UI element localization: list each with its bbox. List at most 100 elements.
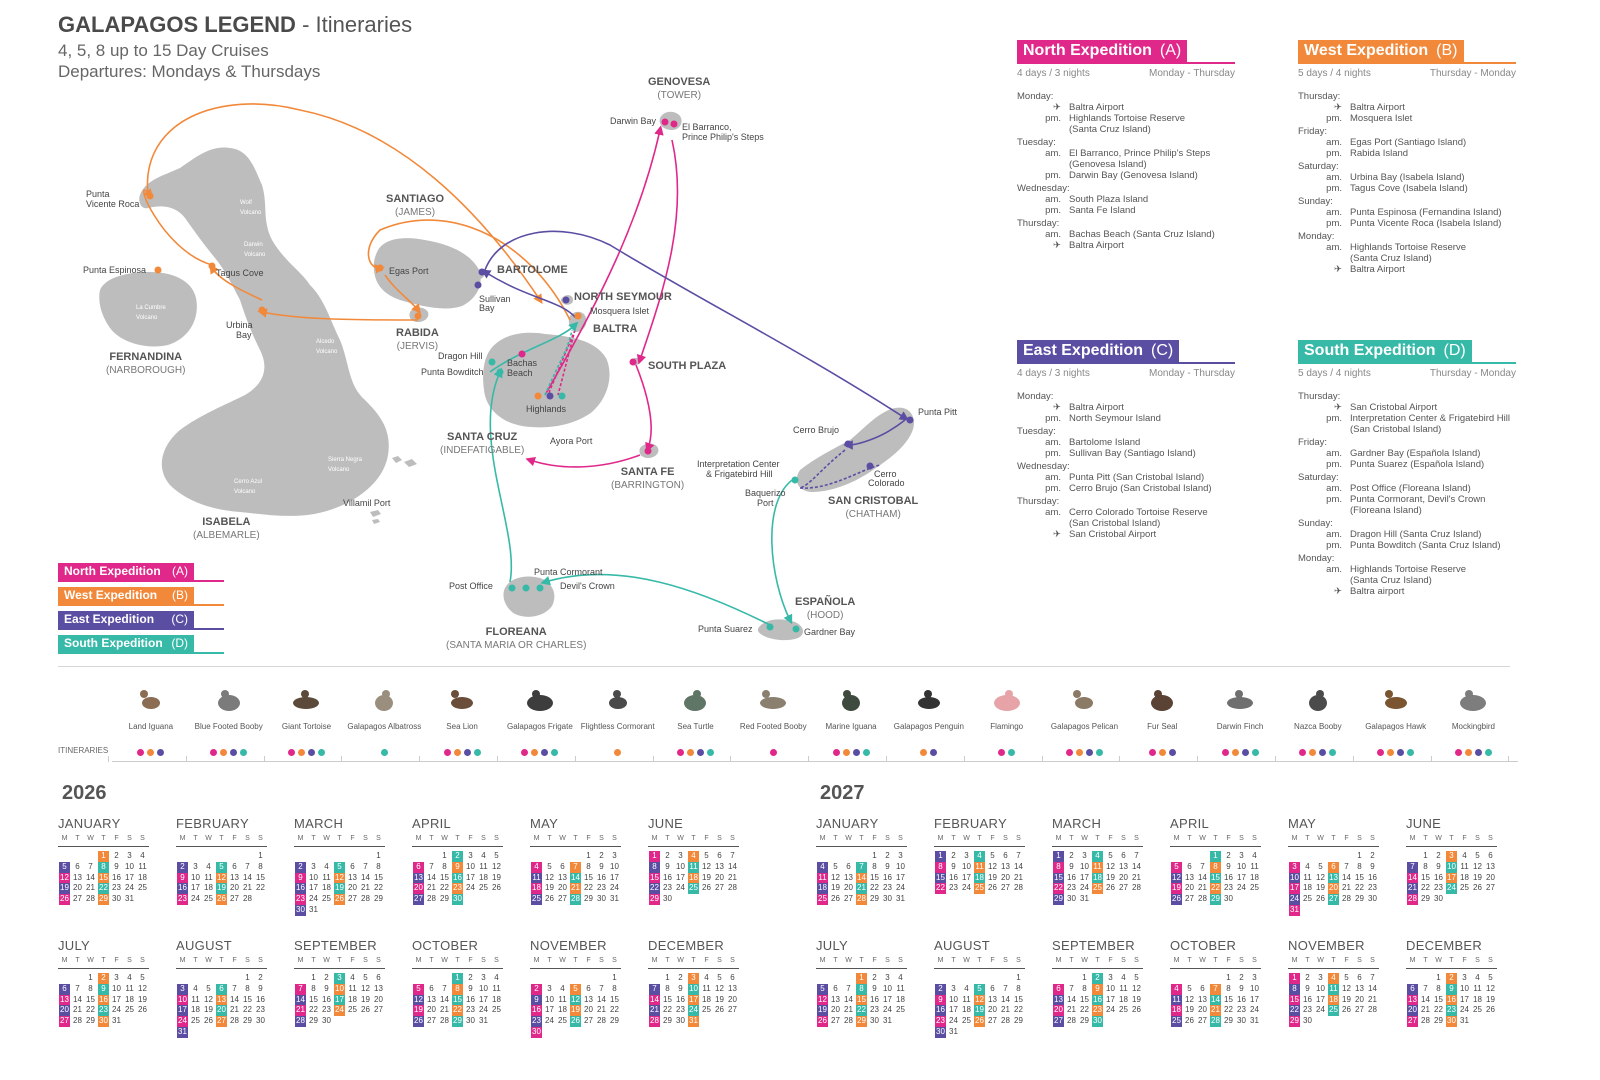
activity-text: Darwin Bay (Genovesa Island): [1069, 170, 1198, 181]
departure-day-north: 26: [59, 894, 70, 905]
weekday-label: S: [1003, 835, 1008, 842]
departure-day-south: 17: [334, 994, 345, 1006]
departure-day-west: 7: [570, 861, 581, 873]
departure-day-north: 4: [1171, 983, 1182, 995]
day-name: Saturday:: [1298, 472, 1339, 483]
activity-time: am.: [1045, 148, 1061, 159]
itinerary-dot-west: [147, 748, 155, 756]
empty-day: [412, 851, 425, 862]
departure-day-west: 9: [452, 861, 463, 873]
empty-day: [1170, 973, 1183, 984]
departure-day-west: 9: [1092, 983, 1103, 995]
departure-day-north: 15: [649, 872, 660, 884]
animal-itinerary-dots: [1201, 748, 1279, 756]
column-tick: [1352, 756, 1354, 762]
weekday-label: S: [599, 835, 604, 842]
animal-icon: [1123, 678, 1201, 722]
weekday-label: S: [730, 835, 735, 842]
calendar-day: 24: [1080, 883, 1089, 893]
calendar-day: 31: [896, 894, 905, 904]
calendar-day: 21: [243, 883, 252, 893]
weekday-label: W: [845, 835, 852, 842]
calendar-day: 23: [1303, 1005, 1312, 1015]
departure-day-north: 2: [531, 983, 542, 995]
calendar-day: 1: [311, 973, 316, 982]
animal-cell: Nazca Booby: [1279, 678, 1357, 742]
day-activity: pm.Punta Bowditch (Santa Cruz Island): [1298, 540, 1516, 551]
map-canvas: [99, 103, 915, 641]
calendar-day: 11: [492, 983, 501, 993]
calendar-day: 4: [1462, 851, 1467, 860]
calendar-day: 26: [204, 1016, 213, 1026]
calendar-day: 28: [73, 1016, 82, 1026]
calendar-day: 21: [1001, 1005, 1010, 1015]
departure-day-south: 19: [334, 883, 345, 895]
activity-text: Punta Vicente Roca (Isabela Island): [1350, 218, 1502, 229]
weekday-label: S: [258, 835, 263, 842]
weekday-label: M: [1409, 835, 1416, 842]
site-cerro-brujo: Cerro Brujo: [793, 425, 840, 435]
departure-day-north: 6: [413, 861, 424, 873]
calendar-day: 21: [1421, 1005, 1430, 1015]
day-activity: pm.Highlands Tortoise Reserve: [1017, 113, 1235, 124]
weekday-rule: [1406, 846, 1497, 847]
calendar-day: 19: [1342, 994, 1351, 1004]
day-activity: am.Punta Espinosa (Fernandina Island): [1298, 207, 1516, 218]
empty-day: [1406, 851, 1419, 862]
weekday-label: T: [547, 957, 552, 964]
day-activity: ✈Baltra Airport: [1017, 102, 1235, 113]
day-name: Monday:: [1017, 91, 1054, 102]
weekday-label: S: [1016, 835, 1021, 842]
itinerary-day: Friday:am.Gardner Bay (Española Island)p…: [1298, 437, 1516, 470]
island-santiago: SANTIAGO(JAMES): [386, 193, 445, 218]
animal-icon: [812, 678, 890, 722]
calendar-day: 6: [833, 983, 838, 993]
departure-day-north: 4: [531, 861, 542, 873]
calendar-day: 7: [75, 983, 80, 993]
day-name: Thursday:: [1017, 218, 1060, 229]
itinerary-dot-east: [1241, 748, 1249, 756]
calendar-day: 27: [1355, 1005, 1364, 1015]
weekday-label: T: [1331, 957, 1336, 964]
weekday-label: W: [87, 957, 94, 964]
animal-icon: [268, 678, 346, 722]
departure-day-west: 16: [1446, 994, 1457, 1006]
site-baquerizo-2: Port: [757, 498, 774, 508]
departure-day-east: 24: [1289, 894, 1300, 905]
calendar-day: 14: [427, 872, 436, 882]
calendar-day: 15: [610, 994, 619, 1004]
departure-day-west: 25: [974, 883, 985, 895]
calendar-day: 17: [949, 1005, 958, 1015]
calendar-day: 3: [114, 973, 119, 982]
departure-day-east: 25: [531, 894, 542, 905]
section-divider: [58, 666, 1510, 667]
calendar-day: 20: [715, 872, 724, 882]
departure-day-south: 5: [334, 861, 345, 873]
calendar-day: 28: [597, 1016, 606, 1026]
island-bartolome: BARTOLOME: [497, 264, 568, 276]
animal-name: Sea Lion: [446, 722, 478, 731]
calendar-day: 14: [1421, 994, 1430, 1004]
weekday-label: S: [127, 957, 132, 964]
calendar-day: 1: [586, 851, 591, 860]
calendar-day: 14: [1342, 872, 1351, 882]
calendar-day: 3: [951, 983, 956, 993]
calendar-day: 23: [870, 1005, 879, 1015]
weekday-label: W: [677, 957, 684, 964]
itinerary-dot-east: [1168, 748, 1176, 756]
activity-text: (Floreana Island): [1350, 505, 1422, 516]
calendar-day: 28: [427, 894, 436, 904]
calendar-day: 20: [427, 1005, 436, 1015]
calendar-day: 15: [1434, 994, 1443, 1004]
empty-day: [842, 973, 855, 984]
calendar-day: 18: [1250, 872, 1259, 882]
calendar-day: 6: [1200, 983, 1205, 993]
itinerary-tag: East Expedition(C): [1017, 340, 1180, 362]
calendar-day: 28: [844, 1016, 853, 1026]
